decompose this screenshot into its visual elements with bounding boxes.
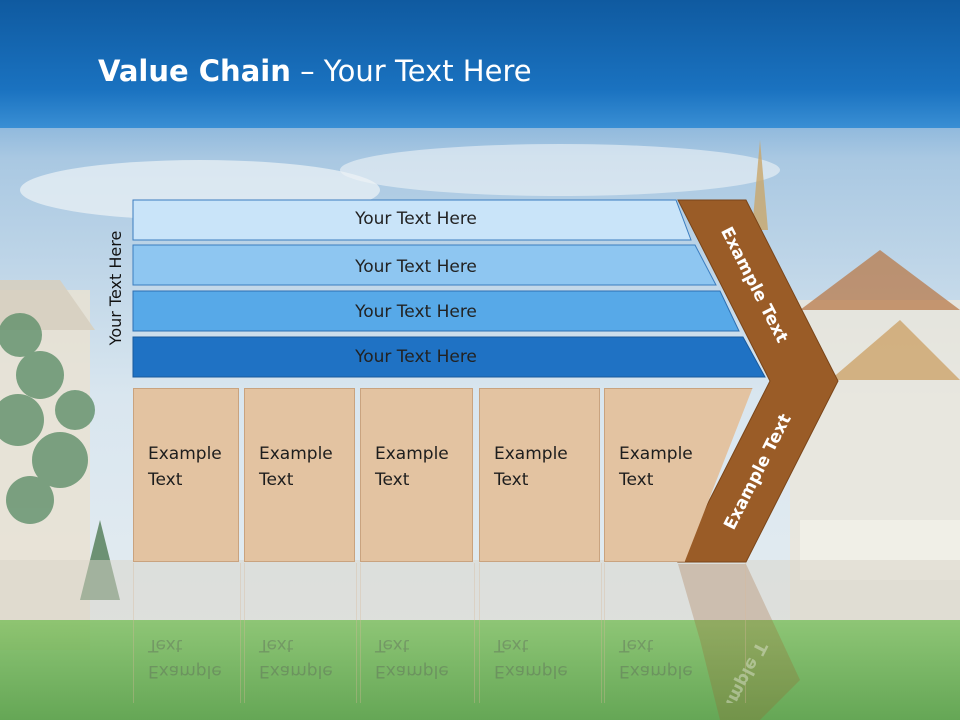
activity-box-2-label: Example Text xyxy=(259,444,333,490)
activity-box-4[interactable]: Example Text xyxy=(479,388,600,562)
activity-box-1[interactable]: Example Text xyxy=(133,388,239,562)
chevron-reflection xyxy=(678,564,800,720)
bar-2[interactable] xyxy=(132,244,717,286)
slide-title: Value Chain – Your Text Here xyxy=(98,54,532,88)
bar-2-label: Your Text Here xyxy=(355,257,477,277)
bar-4[interactable] xyxy=(132,336,766,378)
chevron-arrow[interactable] xyxy=(677,199,839,563)
activity-box-3-label: Example Text xyxy=(375,444,449,490)
bar-1-label: Your Text Here xyxy=(355,209,477,229)
bar-3-label: Your Text Here xyxy=(355,302,477,322)
activity-box-4-label: Example Text xyxy=(494,444,568,490)
activity-box-1-label: Example Text xyxy=(148,444,222,490)
title-bold: Value Chain xyxy=(98,54,291,88)
title-rest: – Your Text Here xyxy=(290,54,532,88)
activity-box-2[interactable]: Example Text xyxy=(244,388,355,562)
bar-4-label: Your Text Here xyxy=(355,347,477,367)
activity-box-3[interactable]: Example Text xyxy=(360,388,473,562)
bar-3[interactable] xyxy=(132,290,740,332)
bar-1[interactable] xyxy=(132,199,692,241)
activity-box-5-label: Example Text xyxy=(619,444,693,490)
title-bar xyxy=(0,0,960,128)
